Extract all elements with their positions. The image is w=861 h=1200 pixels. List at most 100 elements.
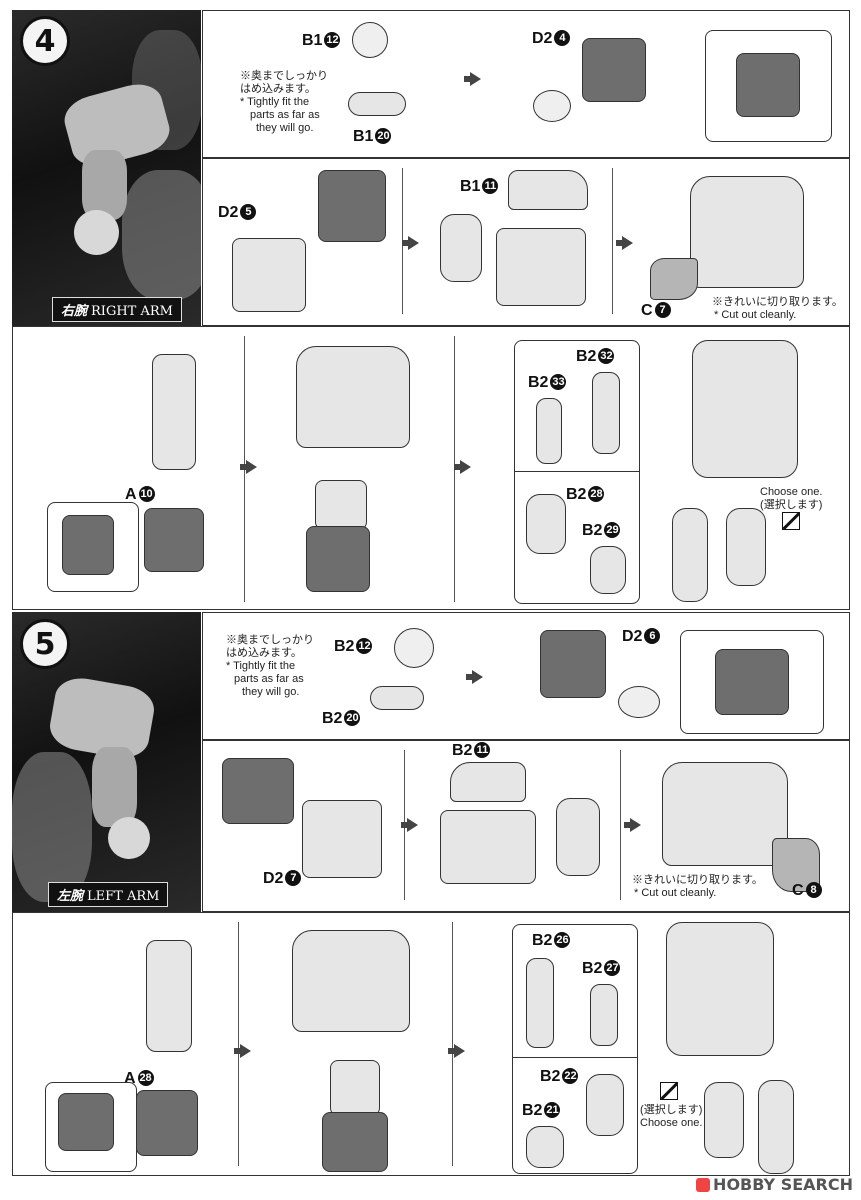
step5-row2-block-part-2 <box>440 810 536 884</box>
step4-row3-final-arm <box>692 340 798 478</box>
step5-row3-divider-2 <box>452 922 453 1166</box>
step5-row3-final-arm <box>666 922 774 1056</box>
step5-row3-upper-arm-part <box>292 930 410 1032</box>
step4-row2-arrow-1 <box>402 236 419 250</box>
step4-row1-fit-note: ※奥までしっかり はめ込みます。 * Tightly fit the parts… <box>240 70 328 134</box>
step4-row1-frame-part <box>582 38 646 102</box>
step4-row3-arrow-2 <box>454 460 471 474</box>
step5-row2-claw-part <box>556 798 600 876</box>
step4-row2-block-part-2 <box>496 228 586 306</box>
step4-row3-cuff-part <box>144 508 204 572</box>
step5-row2-cut-note: ※きれいに切り取ります。 * Cut out cleanly. <box>632 874 763 899</box>
step4-row3-upper-arm-part <box>296 346 410 448</box>
step5-row3-fist-hand-b <box>526 1126 564 1168</box>
step5-row1-result-inset <box>680 630 824 734</box>
step5-row1-result-part <box>715 649 789 715</box>
step5-row2-block-part <box>302 800 382 878</box>
step5-row2-arrow-1 <box>401 818 418 832</box>
step4-row3-forearm-assembly <box>315 480 367 530</box>
step4-number-badge: 4 <box>20 16 70 66</box>
step4-row1-arrow <box>464 72 481 86</box>
step4-row3-cuff-assembly <box>306 526 370 592</box>
step4-row3-arrow-1 <box>240 460 257 474</box>
step4-row3-choose-icon <box>782 512 800 530</box>
step4-row1-shoulder-ball <box>533 90 571 122</box>
step4-row2-block-part <box>232 238 306 312</box>
step4-row2-cut-note: ※きれいに切り取ります。 * Cut out cleanly. <box>712 296 843 321</box>
step5-row3-hands-separator <box>513 1057 637 1058</box>
step5-row3-choose-icon <box>660 1082 678 1100</box>
step4-row2-assembled-part <box>690 176 804 288</box>
step4-row3-option-claw <box>672 508 708 602</box>
step4-row3-forearm-part <box>152 354 196 470</box>
step5-row1-joint-part <box>370 686 424 710</box>
step5-row1-arrow <box>466 670 483 684</box>
step4-row3-claw-hand-b <box>592 372 620 454</box>
step4-photo <box>12 10 201 326</box>
step4-row3-choose-note: Choose one. (選択します) <box>760 486 823 511</box>
step4-row3-claw-hand-a <box>536 398 562 464</box>
step4-row3-cuff-inset <box>47 502 139 592</box>
watermark: HOBBY SEARCH <box>696 1175 853 1194</box>
step5-row3-claw-hand-b <box>590 984 618 1046</box>
step5-row3-arrow-2 <box>448 1044 465 1058</box>
step4-row3-option-fist <box>726 508 766 586</box>
step5-row3-cuff-assembly <box>322 1112 388 1172</box>
step5-row2-arrow-2 <box>624 818 641 832</box>
step5-row3-cuff-inset <box>45 1082 137 1172</box>
step5-row3-cuff-part <box>136 1090 198 1156</box>
step5-row3-choose-note: (選択します) Choose one. <box>640 1104 703 1129</box>
step5-row2-cover-part <box>450 762 526 802</box>
step4-row3-hands-separator <box>515 471 639 472</box>
step5-arm-kanji: 左腕 <box>57 889 84 904</box>
step4-row2-frame-part <box>318 170 386 242</box>
step5-number-badge: 5 <box>20 619 70 669</box>
step5-row2-assembled-part <box>662 762 788 866</box>
step4-row1-joint-part <box>348 92 406 116</box>
step5-row3-forearm-assembly <box>330 1060 380 1116</box>
step5-row3-forearm-part <box>146 940 192 1052</box>
step5-row3-divider-1 <box>238 922 239 1166</box>
step5-row2-divider-2 <box>620 750 621 900</box>
step4-row2-divider-2 <box>612 168 613 314</box>
step4-row3-fist-hand-a <box>526 494 566 554</box>
step4-arm-text: RIGHT ARM <box>91 304 173 319</box>
step5-row3-option-claw <box>758 1080 794 1174</box>
step4-row2-arrow-2 <box>616 236 633 250</box>
step5-row1-shoulder-ball <box>618 686 660 718</box>
step4-row2-cover-part <box>508 170 588 210</box>
step5-row2-frame-part <box>222 758 294 824</box>
step5-row3-claw-hand-a <box>526 958 554 1048</box>
step5-row3-arrow-1 <box>234 1044 251 1058</box>
step4-arm-kanji: 右腕 <box>61 304 88 319</box>
step5-row1-fit-note: ※奥までしっかり はめ込みます。 * Tightly fit the parts… <box>226 634 314 698</box>
step5-row1-ball-part <box>394 628 434 668</box>
step5-arm-text: LEFT ARM <box>87 889 160 904</box>
watermark-logo-icon <box>696 1178 711 1192</box>
step5-row3-cuff-inset-part <box>58 1093 114 1151</box>
step4-row1-result-inset <box>705 30 832 142</box>
